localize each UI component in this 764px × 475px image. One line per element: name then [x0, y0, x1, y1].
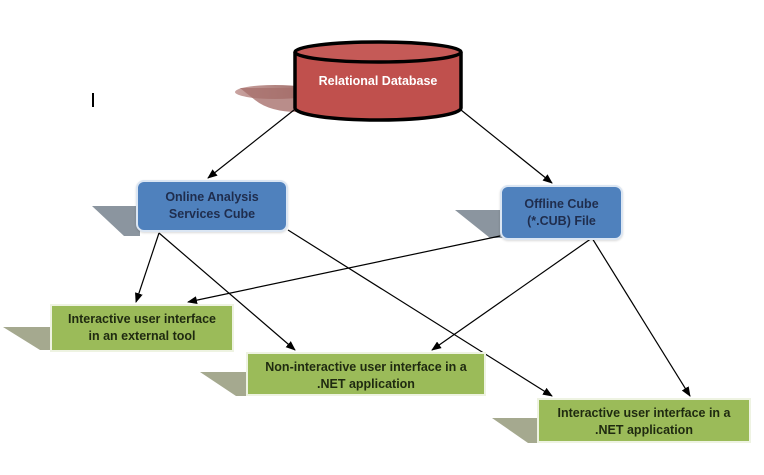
- offline-shadow: [455, 210, 505, 238]
- node-label-line: Services Cube: [168, 207, 256, 221]
- edges: [135, 109, 691, 397]
- text-cursor: [92, 93, 94, 107]
- node-label-line: Interactive user interface: [68, 312, 216, 326]
- interactive-ui-net-node: Interactive user interface in a .NET app…: [537, 398, 751, 443]
- node-label-line: Offline Cube: [524, 196, 599, 211]
- ui-external-shadow: [3, 327, 52, 350]
- interactive-ui-external-tool-node: Interactive user interface in an externa…: [50, 304, 234, 352]
- node-label-line: in an external tool: [88, 329, 196, 343]
- node-label-line: Interactive user interface in a: [557, 406, 731, 420]
- node-shadows: [3, 85, 540, 443]
- db-top: [293, 40, 463, 64]
- relational-database-label: Relational Database: [318, 74, 438, 88]
- online-analysis-services-cube-node: Online Analysis Services Cube: [136, 180, 288, 232]
- arrow-offline-cube-to-ui-noninteractive: [431, 237, 593, 351]
- olap-shadow: [92, 206, 140, 236]
- ui-interactive-net-shadow: [492, 418, 540, 443]
- db-body: [293, 52, 463, 122]
- non-interactive-ui-net-node: Non-interactive user interface in a .NET…: [246, 352, 486, 396]
- relational-database-node: [293, 40, 463, 122]
- node-label-line: .NET application: [317, 377, 415, 391]
- offline-cube-node: Offline Cube (*.CUB) File: [500, 185, 623, 240]
- arrow-offline-cube-to-ui-interactive-net: [591, 237, 691, 397]
- arrow-olap-cube-to-ui-noninteractive: [158, 232, 296, 351]
- node-label-line: (*.CUB) File: [527, 213, 596, 228]
- node-label-line: Non-interactive user interface in a: [265, 360, 467, 374]
- arrow-offline-cube-to-ui-external: [187, 235, 501, 305]
- arrow-relational-db-to-olap-cube: [207, 109, 295, 179]
- arrow-olap-cube-to-ui-interactive-net: [287, 229, 553, 397]
- ui-noninteractive-shadow: [200, 372, 248, 396]
- arrow-relational-db-to-offline-cube: [460, 109, 553, 184]
- node-label-line: Online Analysis: [165, 190, 259, 204]
- db-shadow-body: [240, 88, 298, 112]
- arrow-olap-cube-to-ui-external: [135, 232, 160, 303]
- node-label-line: .NET application: [595, 423, 693, 437]
